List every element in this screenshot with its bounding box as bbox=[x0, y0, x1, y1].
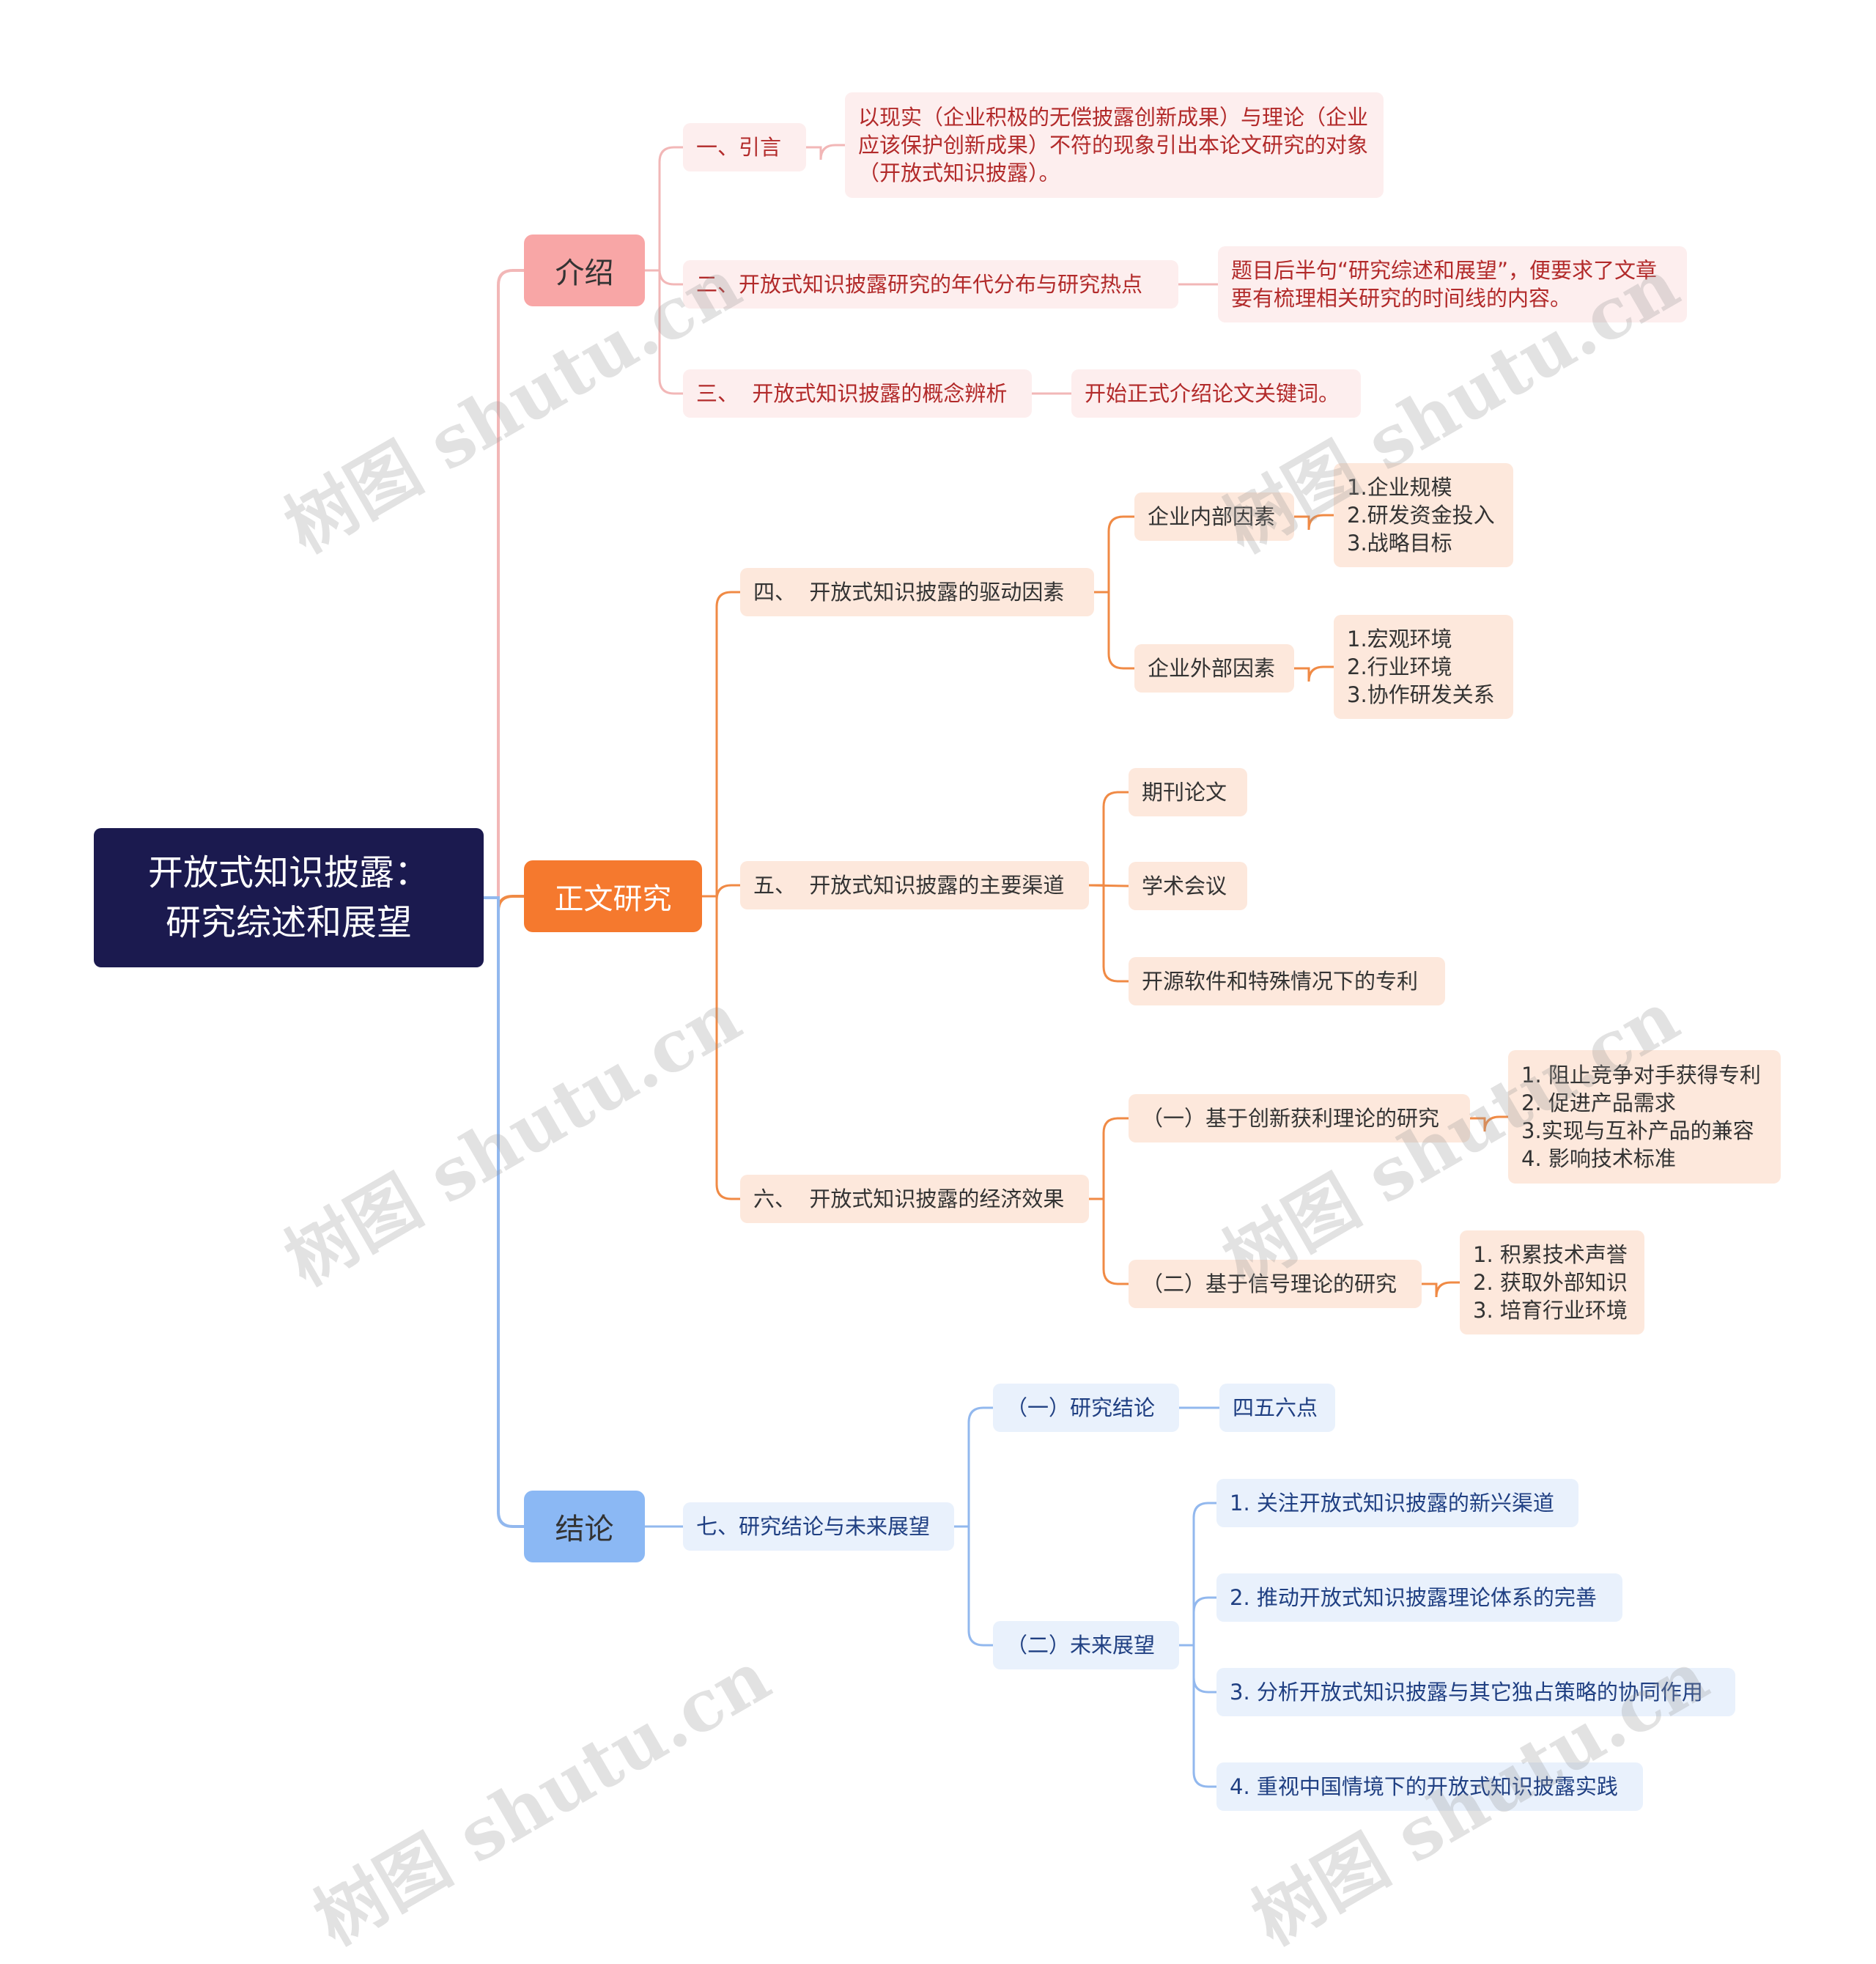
sec7-b-item-1[interactable]: 1. 关注开放式知识披露的新兴渠道 bbox=[1216, 1479, 1578, 1527]
sec6-label: 六、 开放式知识披露的经济效果 bbox=[753, 1186, 1065, 1211]
link-sec4-external bbox=[1094, 591, 1134, 670]
sec3-node[interactable]: 三、 开放式知识披露的概念辨析 bbox=[683, 369, 1032, 418]
link-sec4-external-items bbox=[1294, 665, 1334, 682]
sec7-b-label: （二）未来展望 bbox=[1006, 1633, 1156, 1658]
sec4-internal-node[interactable]: 企业内部因素 bbox=[1134, 492, 1294, 541]
link-sec7-b bbox=[954, 1525, 993, 1647]
link-sec6-a-items bbox=[1470, 1115, 1508, 1132]
sec4-internal-label: 企业内部因素 bbox=[1148, 504, 1276, 529]
branch-body-label: 正文研究 bbox=[554, 882, 672, 916]
link-body-sec4-node bbox=[702, 591, 740, 898]
sec6-a-items-text: 1. 阻止竞争对手获得专利 2. 促进产品需求 3.实现与互补产品的兼容 4. … bbox=[1521, 1063, 1761, 1171]
sec7-b-item-2[interactable]: 2. 推动开放式知识披露理论体系的完善 bbox=[1216, 1573, 1622, 1622]
sec4-external-label: 企业外部因素 bbox=[1148, 656, 1276, 681]
link-body-sec6-node bbox=[702, 895, 740, 1200]
root-title: 开放式知识披露： 研究综述和展望 bbox=[147, 852, 429, 943]
sec7-label: 七、研究结论与未来展望 bbox=[696, 1514, 931, 1539]
sec7-b-item-1-text: 1. 关注开放式知识披露的新兴渠道 bbox=[1230, 1491, 1554, 1516]
sec7-b-item-4-text: 4. 重视中国情境下的开放式知识披露实践 bbox=[1230, 1774, 1618, 1799]
link-root-conclusion bbox=[484, 896, 524, 1528]
sec6-b-items[interactable]: 1. 积累技术声誉 2. 获取外部知识 3. 培育行业环境 bbox=[1460, 1230, 1644, 1334]
sec5-channel-1-label: 期刊论文 bbox=[1142, 780, 1227, 805]
link-root-intro bbox=[484, 269, 524, 899]
sec7-b-item-3[interactable]: 3. 分析开放式知识披露与其它独占策略的协同作用 bbox=[1216, 1668, 1735, 1716]
sec5-node[interactable]: 五、 开放式知识披露的主要渠道 bbox=[740, 861, 1089, 909]
sec1-node[interactable]: 一、引言 bbox=[683, 123, 806, 171]
sec4-external-items-text: 1.宏观环境 2.行业环境 3.协作研发关系 bbox=[1347, 627, 1495, 707]
branch-conclusion-label: 结论 bbox=[555, 1513, 614, 1546]
sec4-internal-items[interactable]: 1.企业规模 2.研发资金投入 3.战略目标 bbox=[1334, 463, 1513, 567]
branch-body[interactable]: 正文研究 bbox=[524, 860, 702, 932]
sec5-label: 五、 开放式知识披露的主要渠道 bbox=[753, 873, 1065, 898]
sec3-note-text: 开始正式介绍论文关键词。 bbox=[1085, 381, 1340, 406]
branch-conclusion[interactable]: 结论 bbox=[524, 1491, 645, 1562]
link-sec4-internal bbox=[1094, 515, 1134, 594]
link-body-sec5-node bbox=[702, 884, 740, 901]
sec7-b-item-3-text: 3. 分析开放式知识披露与其它独占策略的协同作用 bbox=[1230, 1680, 1703, 1705]
link-sec6-b bbox=[1089, 1197, 1129, 1285]
sec7-a-label: （一）研究结论 bbox=[1006, 1395, 1156, 1420]
link-intro-sec2-node bbox=[645, 269, 683, 286]
sec5-channel-2-label: 学术会议 bbox=[1142, 874, 1227, 898]
root-node[interactable]: 开放式知识披露： 研究综述和展望 bbox=[94, 828, 484, 967]
sec2-note[interactable]: 题目后半句“研究综述和展望”，便要求了文章要有梳理相关研究的时间线的内容。 bbox=[1218, 246, 1687, 322]
link-sec7-b-sec7-b-item-4 bbox=[1179, 1644, 1216, 1788]
link-intro-sec3-node bbox=[645, 269, 683, 395]
sec1-note-text: 以现实（企业积极的无偿披露创新成果）与理论（企业应该保护创新成果）不符的现象引出… bbox=[858, 105, 1369, 185]
sec3-label: 三、 开放式知识披露的概念辨析 bbox=[696, 381, 1008, 406]
sec7-b-item-2-text: 2. 推动开放式知识披露理论体系的完善 bbox=[1230, 1585, 1597, 1610]
link-intro-sec1-node bbox=[645, 146, 683, 272]
sec5-channel-3[interactable]: 开源软件和特殊情况下的专利 bbox=[1129, 957, 1445, 1005]
connector-lines bbox=[484, 144, 1508, 1788]
sec7-a-note[interactable]: 四五六点 bbox=[1219, 1384, 1335, 1432]
sec4-label: 四、 开放式知识披露的驱动因素 bbox=[753, 580, 1065, 605]
link-sec4-internal-items bbox=[1294, 514, 1334, 531]
sec5-channel-3-label: 开源软件和特殊情况下的专利 bbox=[1142, 969, 1419, 994]
sec2-label: 二、开放式知识披露研究的年代分布与研究热点 bbox=[696, 272, 1143, 297]
sec6-b-node[interactable]: （二）基于信号理论的研究 bbox=[1129, 1260, 1422, 1308]
link-sec7-b-sec7-b-item-1 bbox=[1179, 1502, 1216, 1647]
sec7-a-node[interactable]: （一）研究结论 bbox=[993, 1384, 1179, 1432]
sec6-b-label: （二）基于信号理论的研究 bbox=[1142, 1271, 1397, 1296]
sec1-label: 一、引言 bbox=[696, 135, 782, 160]
sec6-a-label: （一）基于创新获利理论的研究 bbox=[1142, 1106, 1440, 1131]
sec6-node[interactable]: 六、 开放式知识披露的经济效果 bbox=[740, 1175, 1089, 1223]
sec4-external-node[interactable]: 企业外部因素 bbox=[1134, 644, 1294, 693]
sec7-b-item-4[interactable]: 4. 重视中国情境下的开放式知识披露实践 bbox=[1216, 1762, 1643, 1811]
sec3-note[interactable]: 开始正式介绍论文关键词。 bbox=[1071, 369, 1361, 418]
sec5-channel-1[interactable]: 期刊论文 bbox=[1129, 768, 1247, 816]
sec2-node[interactable]: 二、开放式知识披露研究的年代分布与研究热点 bbox=[683, 260, 1178, 309]
sec2-note-text: 题目后半句“研究综述和展望”，便要求了文章要有梳理相关研究的时间线的内容。 bbox=[1231, 258, 1658, 311]
sec1-note[interactable]: 以现实（企业积极的无偿披露创新成果）与理论（企业应该保护创新成果）不符的现象引出… bbox=[845, 92, 1384, 198]
link-sec5-sec5-channel-3 bbox=[1089, 884, 1129, 983]
sec6-a-items[interactable]: 1. 阻止竞争对手获得专利 2. 促进产品需求 3.实现与互补产品的兼容 4. … bbox=[1508, 1050, 1781, 1184]
branch-intro[interactable]: 介绍 bbox=[524, 235, 645, 306]
sec6-b-items-text: 1. 积累技术声誉 2. 获取外部知识 3. 培育行业环境 bbox=[1473, 1242, 1628, 1323]
link-sec6-b-items bbox=[1422, 1281, 1460, 1298]
branch-intro-label: 介绍 bbox=[555, 256, 614, 290]
sec7-node[interactable]: 七、研究结论与未来展望 bbox=[683, 1502, 954, 1551]
sec4-external-items[interactable]: 1.宏观环境 2.行业环境 3.协作研发关系 bbox=[1334, 615, 1513, 719]
sec7-a-note-text: 四五六点 bbox=[1233, 1395, 1318, 1420]
link-sec7-b-sec7-b-item-2 bbox=[1179, 1596, 1216, 1647]
link-sec6-a bbox=[1089, 1117, 1129, 1200]
link-sec7-b-sec7-b-item-3 bbox=[1179, 1644, 1216, 1694]
sec5-channel-2[interactable]: 学术会议 bbox=[1129, 862, 1247, 910]
link-sec7-a bbox=[954, 1406, 993, 1528]
sec4-internal-items-text: 1.企业规模 2.研发资金投入 3.战略目标 bbox=[1347, 475, 1495, 555]
sec4-node[interactable]: 四、 开放式知识披露的驱动因素 bbox=[740, 568, 1094, 616]
sec7-b-node[interactable]: （二）未来展望 bbox=[993, 1621, 1179, 1669]
link-sec1-note bbox=[806, 144, 845, 160]
link-sec5-sec5-channel-1 bbox=[1089, 791, 1129, 887]
sec6-a-node[interactable]: （一）基于创新获利理论的研究 bbox=[1129, 1094, 1470, 1142]
mindmap-canvas: 开放式知识披露： 研究综述和展望 介绍 正文研究 结论 一、引言 以现实（企业积… bbox=[94, 92, 1781, 1961]
